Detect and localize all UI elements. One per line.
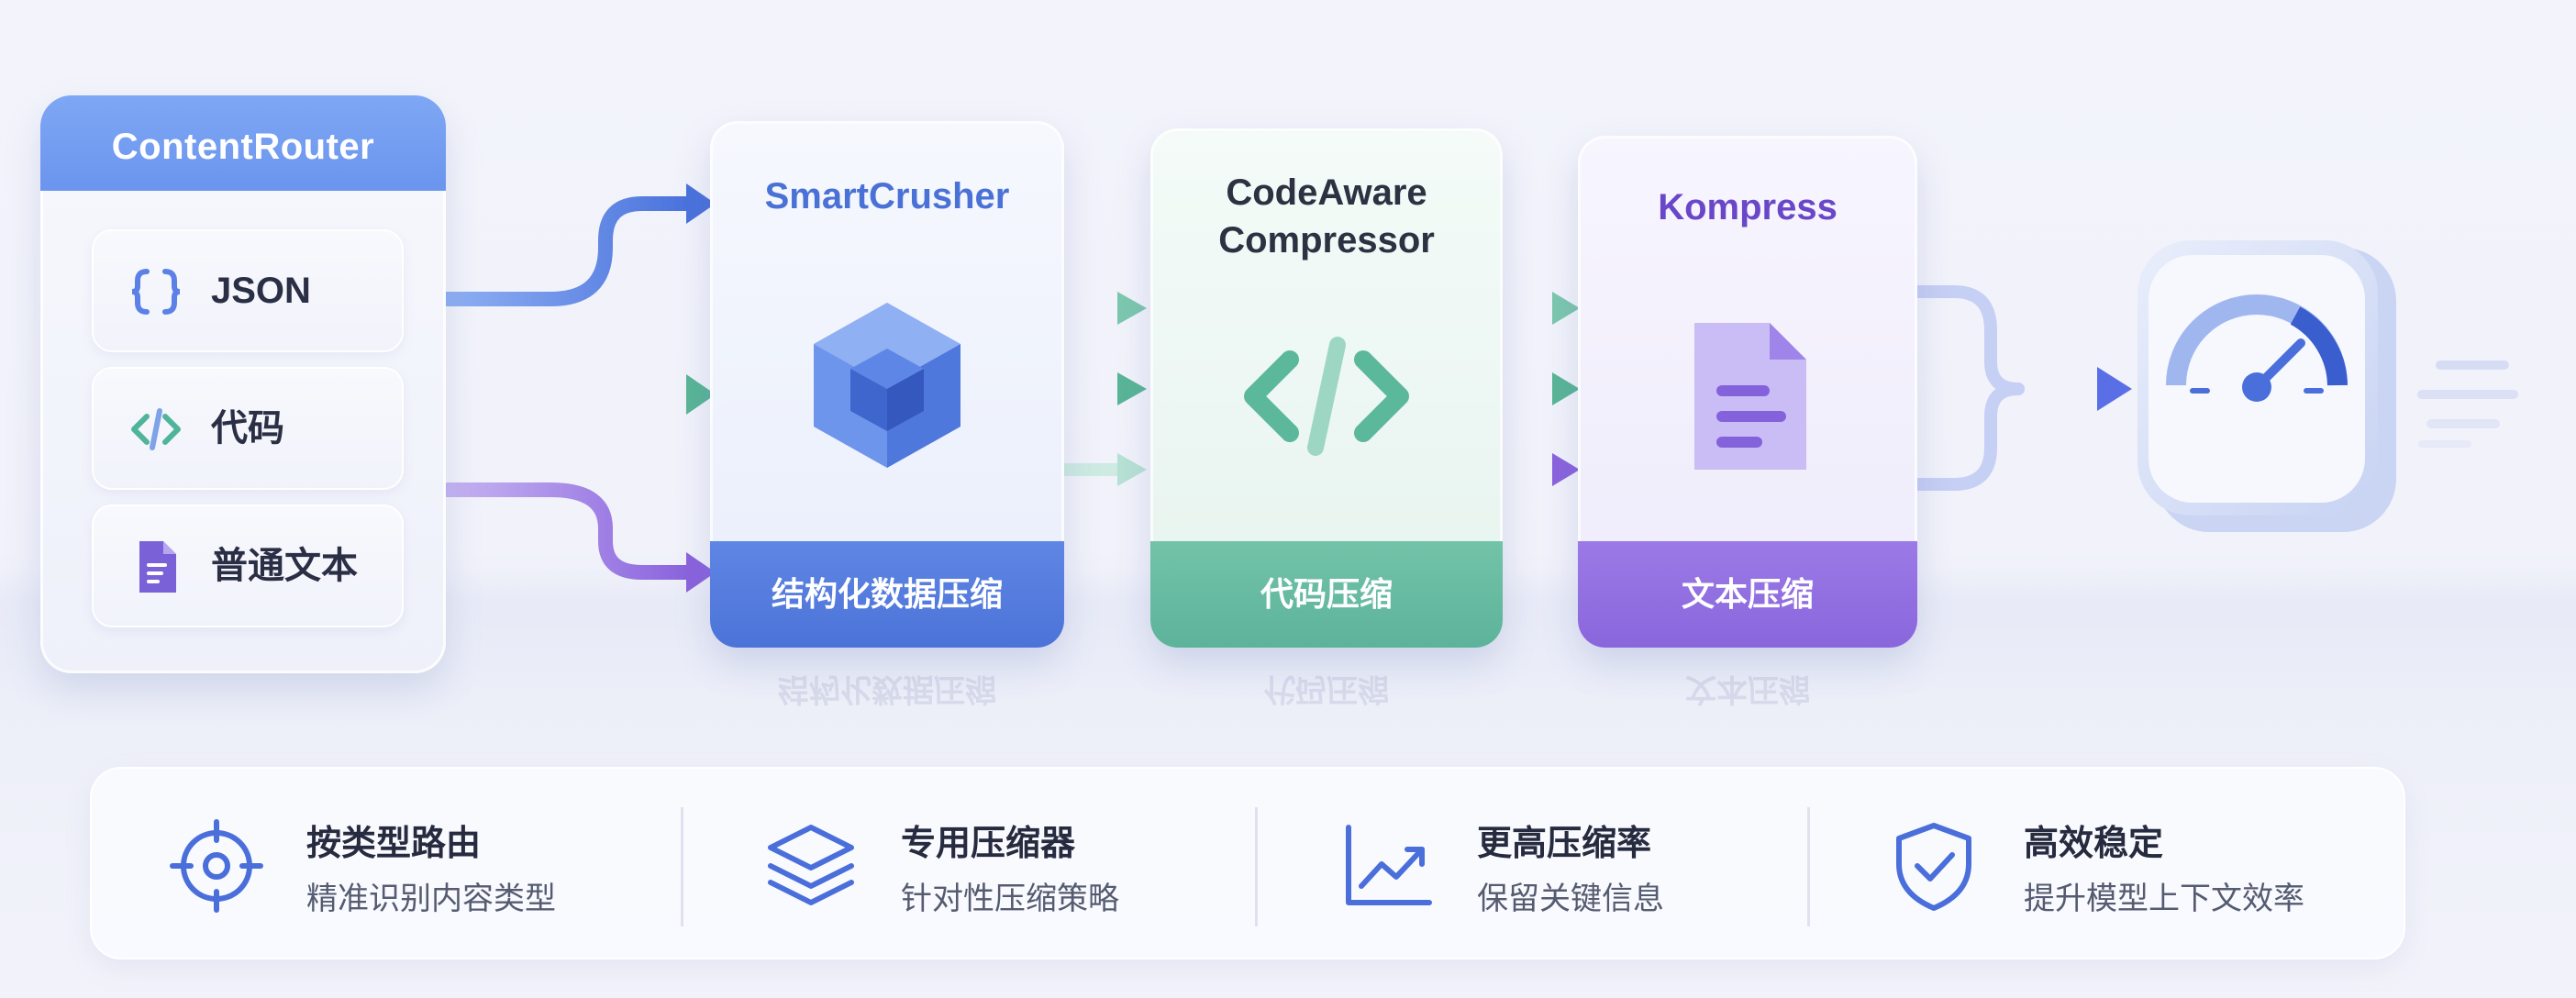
router-item-label: 普通文本: [211, 546, 358, 586]
divider: [681, 807, 683, 926]
feature-title: 更高压缩率: [1477, 825, 1652, 863]
code-icon: [1244, 337, 1409, 456]
content-router-card: ContentRouter JSON 代码 普通文本: [40, 95, 446, 673]
router-item-json: JSON: [92, 229, 404, 352]
router-item-label: 代码: [211, 408, 284, 449]
stage-title: SmartCrusher: [764, 176, 1010, 216]
router-item-label: JSON: [211, 271, 311, 311]
cube-icon: [814, 303, 960, 468]
stage-title-line2: Compressor: [1218, 220, 1435, 261]
feature-subtitle: 提升模型上下文效率: [2024, 882, 2304, 916]
stage-codeaware-compressor: CodeAware Compressor 代码压缩: [1150, 128, 1503, 648]
arrow-text: [440, 482, 695, 580]
stage-kompress: Kompress 文本压缩: [1578, 136, 1917, 648]
reflection-kompress: 文本压缩: [1685, 671, 1810, 706]
feature-subtitle: 保留关键信息: [1477, 882, 1664, 916]
layers-icon: [768, 825, 854, 905]
reflection-codeaware: 代码压缩: [1264, 671, 1389, 706]
shield-check-icon: [1896, 823, 1971, 911]
speedometer-icon: [2137, 240, 2396, 532]
stage-smartcrusher: SmartCrusher 结构化数据压缩: [710, 121, 1064, 648]
divider: [1807, 807, 1810, 926]
target-icon: [170, 819, 263, 913]
feature-panel: 按类型路由 精准识别内容类型 专用压缩器 针对性压缩策略 更高压缩率 保留关键信…: [90, 767, 2405, 959]
trend-chart-icon: [1346, 825, 1432, 905]
feature-subtitle: 精准识别内容类型: [306, 882, 556, 916]
feature-subtitle: 针对性压缩策略: [901, 882, 1119, 916]
feature-title: 高效稳定: [2024, 825, 2164, 863]
content-router-title: ContentRouter: [40, 95, 446, 191]
stage-footer: 文本压缩: [1578, 541, 1917, 648]
document-icon: [139, 541, 176, 593]
code-icon: [131, 408, 181, 450]
stage-footer: 结构化数据压缩: [710, 541, 1064, 648]
router-item-code: 代码: [92, 367, 404, 490]
router-item-text: 普通文本: [92, 505, 404, 627]
stage-footer: 代码压缩: [1150, 541, 1503, 648]
divider: [1255, 807, 1258, 926]
feature-title: 按类型路由: [306, 825, 482, 863]
curly-braces-icon: [131, 269, 181, 315]
stage-title-line1: CodeAware: [1226, 172, 1427, 213]
arrow-merge: [1911, 285, 2025, 395]
document-icon: [1694, 323, 1806, 470]
stage-title: Kompress: [1658, 187, 1838, 227]
feature-title: 专用压缩器: [901, 825, 1076, 863]
arrow-json: [440, 196, 695, 306]
reflection-smartcrusher: 结构化数据压缩: [778, 671, 996, 706]
